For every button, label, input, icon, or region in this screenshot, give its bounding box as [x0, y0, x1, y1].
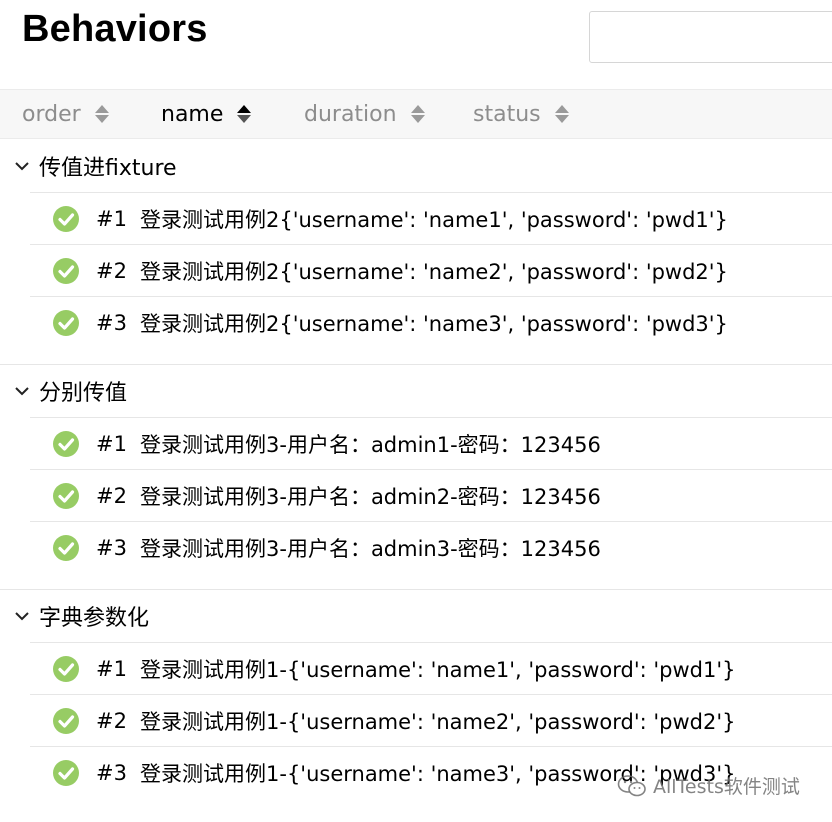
page-header: Behaviors [0, 0, 832, 88]
sort-status-label: status [473, 101, 541, 127]
test-case-row[interactable]: #3 登录测试用例3-用户名：admin3-密码：123456 [30, 521, 832, 573]
passed-check-icon [52, 482, 80, 510]
behavior-group: 分别传值 #1 登录测试用例3-用户名：admin1-密码：123456 #2 … [0, 364, 832, 573]
watermark: AllTests软件测试 [617, 772, 800, 799]
passed-check-icon [52, 205, 80, 233]
test-case-name: 登录测试用例3-用户名：admin1-密码：123456 [140, 432, 601, 457]
test-case-number: #2 [96, 483, 127, 508]
group-header[interactable]: 分别传值 [0, 364, 832, 417]
test-case-number: #3 [96, 310, 127, 335]
test-case-number: #2 [96, 708, 127, 733]
test-case-name: 登录测试用例3-用户名：admin3-密码：123456 [140, 536, 601, 561]
sort-name-button[interactable]: name [161, 90, 252, 138]
chevron-down-icon [13, 157, 31, 175]
test-case-row[interactable]: #1 登录测试用例2{'username': 'name1', 'passwor… [30, 192, 832, 244]
test-case-name: 登录测试用例2{'username': 'name2', 'password':… [140, 259, 728, 284]
test-case-name: 登录测试用例1-{'username': 'name1', 'password'… [140, 657, 736, 682]
sort-arrows-icon [94, 105, 109, 123]
test-case-row[interactable]: #3 登录测试用例2{'username': 'name3', 'passwor… [30, 296, 832, 348]
sort-arrows-icon [237, 105, 252, 123]
group-title: 分别传值 [39, 380, 128, 406]
group-divider [0, 589, 832, 590]
sort-name-label: name [161, 101, 224, 127]
passed-check-icon [52, 759, 80, 787]
sort-status-button[interactable]: status [473, 90, 569, 138]
test-case-name: 登录测试用例2{'username': 'name3', 'password':… [140, 311, 728, 336]
chevron-down-icon [13, 382, 31, 400]
test-case-row[interactable]: #1 登录测试用例3-用户名：admin1-密码：123456 [30, 417, 832, 469]
passed-check-icon [52, 430, 80, 458]
chevron-down-icon [13, 607, 31, 625]
test-case-row[interactable]: #2 登录测试用例3-用户名：admin2-密码：123456 [30, 469, 832, 521]
passed-check-icon [52, 257, 80, 285]
test-case-row[interactable]: #1 登录测试用例1-{'username': 'name1', 'passwo… [30, 642, 832, 694]
search-input[interactable] [589, 11, 832, 63]
test-case-row[interactable]: #2 登录测试用例2{'username': 'name2', 'passwor… [30, 244, 832, 296]
group-header[interactable]: 字典参数化 [0, 589, 832, 642]
sort-arrows-icon [410, 105, 425, 123]
group-title: 传值进fixture [39, 155, 177, 181]
sort-duration-button[interactable]: duration [304, 90, 425, 138]
passed-check-icon [52, 707, 80, 735]
test-case-number: #3 [96, 535, 127, 560]
test-case-number: #3 [96, 760, 127, 785]
behavior-group: 字典参数化 #1 登录测试用例1-{'username': 'name1', '… [0, 589, 832, 798]
test-case-name: 登录测试用例1-{'username': 'name2', 'password'… [140, 709, 736, 734]
sort-bar: order name duration status [0, 89, 832, 139]
sort-duration-label: duration [304, 101, 397, 127]
test-case-number: #2 [96, 258, 127, 283]
group-title: 字典参数化 [39, 605, 150, 631]
passed-check-icon [52, 309, 80, 337]
test-case-number: #1 [96, 431, 127, 456]
watermark-text: AllTests软件测试 [653, 776, 800, 798]
wechat-icon [617, 773, 647, 799]
page-title: Behaviors [22, 8, 208, 50]
sort-order-label: order [22, 101, 81, 127]
test-case-number: #1 [96, 656, 127, 681]
passed-check-icon [52, 534, 80, 562]
behavior-group: 传值进fixture #1 登录测试用例2{'username': 'name1… [0, 139, 832, 348]
passed-check-icon [52, 655, 80, 683]
test-case-row[interactable]: #2 登录测试用例1-{'username': 'name2', 'passwo… [30, 694, 832, 746]
group-divider [0, 364, 832, 365]
sort-arrows-icon [554, 105, 569, 123]
group-header[interactable]: 传值进fixture [0, 139, 832, 192]
test-case-name: 登录测试用例3-用户名：admin2-密码：123456 [140, 484, 601, 509]
test-case-number: #1 [96, 206, 127, 231]
test-case-name: 登录测试用例2{'username': 'name1', 'password':… [140, 207, 728, 232]
sort-order-button[interactable]: order [22, 90, 109, 138]
